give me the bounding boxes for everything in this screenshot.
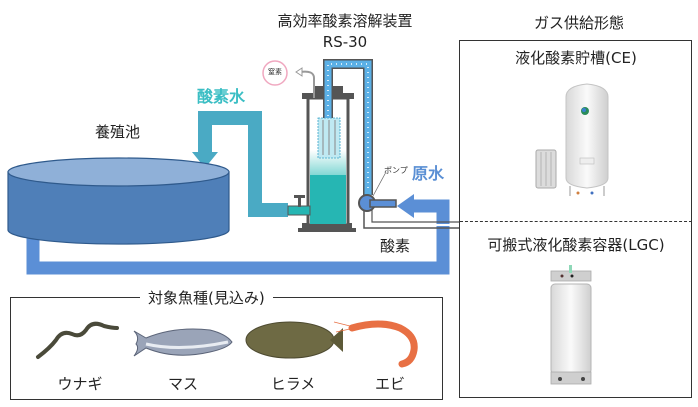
pond-label: 養殖池 — [95, 123, 141, 141]
oxygen-water-label: 酸素水 — [197, 87, 246, 106]
gas-supply-box — [459, 40, 692, 398]
lgc-container-icon — [550, 265, 592, 385]
nitrogen-badge — [262, 60, 288, 86]
device-title: 高効率酸素溶解装置 — [277, 12, 413, 30]
nitrogen-badge-label: 窒素 — [268, 68, 282, 76]
aquaculture-pond — [7, 157, 230, 245]
ce-tank-icon — [535, 83, 609, 196]
shrimp-icon — [333, 320, 418, 368]
species-shrimp: エビ — [374, 375, 405, 393]
trout-icon — [133, 328, 233, 357]
oxygen-water-pipe — [192, 111, 288, 217]
flounder-icon — [245, 321, 343, 359]
eel-icon — [36, 321, 119, 359]
oxygen-label: 酸素 — [380, 237, 411, 255]
pump-label: ポンプ — [384, 166, 408, 175]
species-eel: ウナギ — [57, 375, 103, 393]
species-title: 対象魚種(見込み) — [140, 287, 273, 308]
species-trout: マス — [167, 375, 198, 393]
gas-supply-divider — [460, 221, 692, 222]
raw-water-label: 原水 — [412, 164, 445, 183]
device-model: RS-30 — [322, 33, 368, 51]
gas-option-lgc: 可搬式液化酸素容器(LGC) — [487, 236, 665, 254]
species-flounder: ヒラメ — [270, 375, 316, 393]
gas-supply-title: ガス供給形態 — [533, 14, 624, 32]
oxygen-dissolver-device — [287, 59, 397, 232]
raw-water-pipe — [26, 194, 450, 275]
gas-option-ce: 液化酸素貯槽(CE) — [515, 49, 637, 67]
